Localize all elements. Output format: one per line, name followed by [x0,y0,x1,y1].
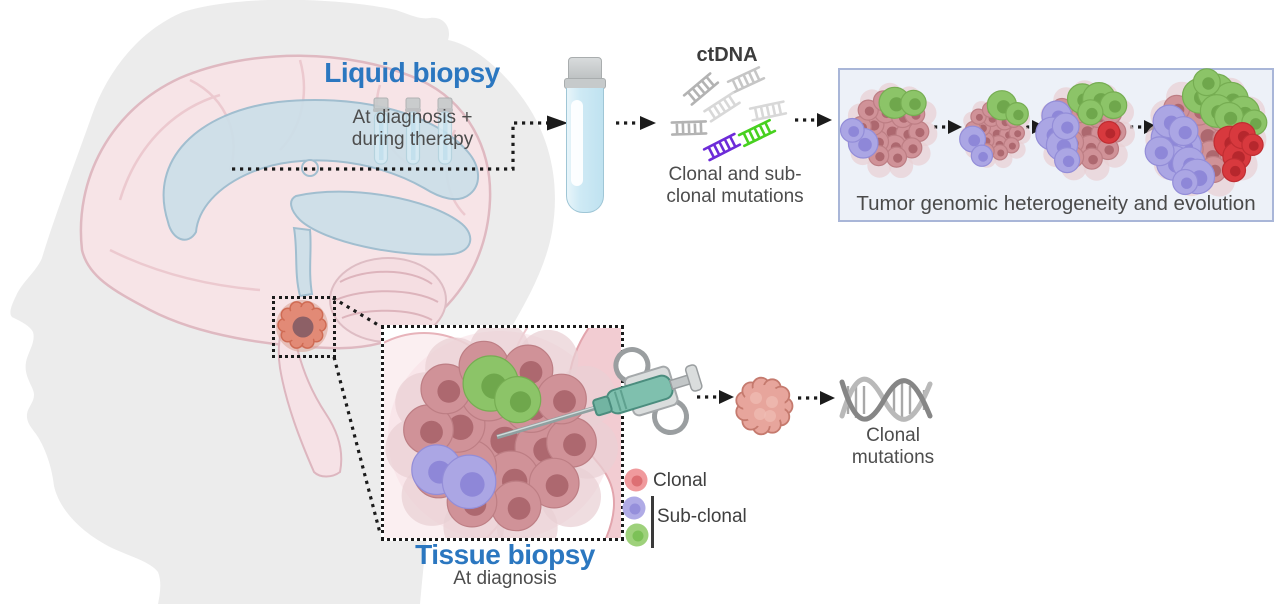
ctdna-caption: Clonal and sub- clonal mutations [650,164,820,208]
tissue-biopsy-title: Tissue biopsy [415,539,595,570]
tube-cap [568,57,602,81]
tube-label [571,100,583,186]
evolution-caption: Tumor genomic heterogeneity and evolutio… [856,192,1256,215]
zoom-line-top [332,296,381,328]
zoom-line-bottom [332,356,382,534]
legend-subclonal-green-swatch [625,523,649,547]
tissue-box [381,325,624,541]
tumor-sample [735,376,794,436]
legend-bracket [651,496,654,548]
legend-clonal-swatch [624,468,648,492]
ctdna-caption-line-2: clonal mutations [666,185,804,207]
tumor-site-box [272,296,336,358]
clonal-mutations-caption: Clonal mutations [828,425,958,469]
arrow-sample-to-dna [798,391,835,405]
timing-line-2: during therapy [351,128,474,150]
tissue-illustration [384,328,621,538]
tissue-biopsy-timing: At diagnosis [453,568,557,589]
blood-tube [560,55,610,217]
arrow-ctdna-to-box [795,113,832,127]
legend: Clonal Sub-clonal [618,460,788,555]
legend-subclonal-purple-swatch [622,496,646,520]
arrow-gun-to-sample [697,390,734,404]
liquid-biopsy-timing: At diagnosis + during therapy [330,107,495,151]
evolution-box: Tumor genomic heterogeneity and evolutio… [838,68,1274,222]
liquid-biopsy-title: Liquid biopsy [324,57,500,88]
ctdna-fragments [670,66,788,162]
legend-clonal-label: Clonal [653,470,707,491]
brain-gyri [109,59,466,292]
legend-subclonal-label: Sub-clonal [657,506,747,527]
timing-line-1: At diagnosis + [352,107,473,128]
arrow-tube-to-ctdna [616,116,656,130]
clonal-mutations-line-1: Clonal [866,425,920,446]
ctdna-caption-line-1: Clonal and sub- [668,164,802,185]
ctdna-label: ctDNA [696,44,758,66]
dna-helix [839,376,933,422]
tissue-tumor [385,328,618,538]
clonal-mutations-line-2: mutations [851,446,935,468]
